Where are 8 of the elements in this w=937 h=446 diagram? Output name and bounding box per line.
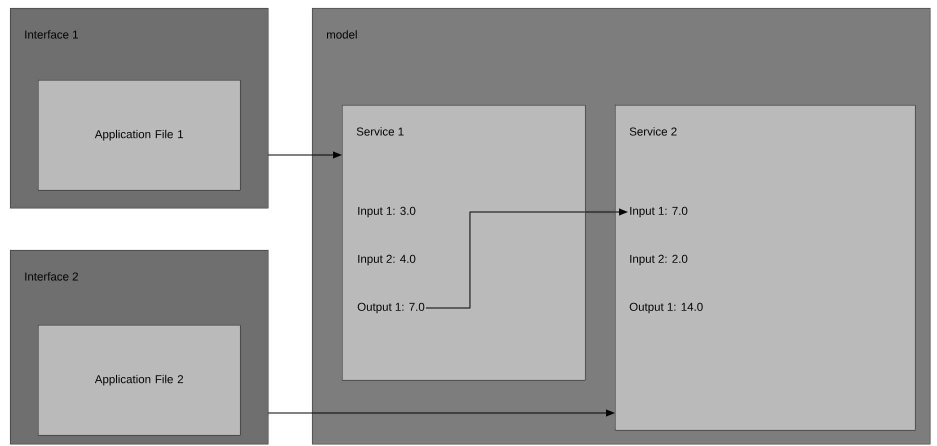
value-text: Output 1: 7.0 — [358, 302, 424, 314]
value-text: Input 2: 2.0 — [630, 254, 688, 266]
application-box: Application File 2 — [38, 324, 240, 436]
value-text: Output 1: 14.0 — [630, 302, 703, 314]
value-text: Input 2: 4.0 — [358, 254, 416, 266]
application-box: Application File 1 — [38, 80, 240, 190]
value-text: Input 1: 3.0 — [358, 206, 416, 218]
value-text: Input 1: 7.0 — [630, 206, 688, 218]
